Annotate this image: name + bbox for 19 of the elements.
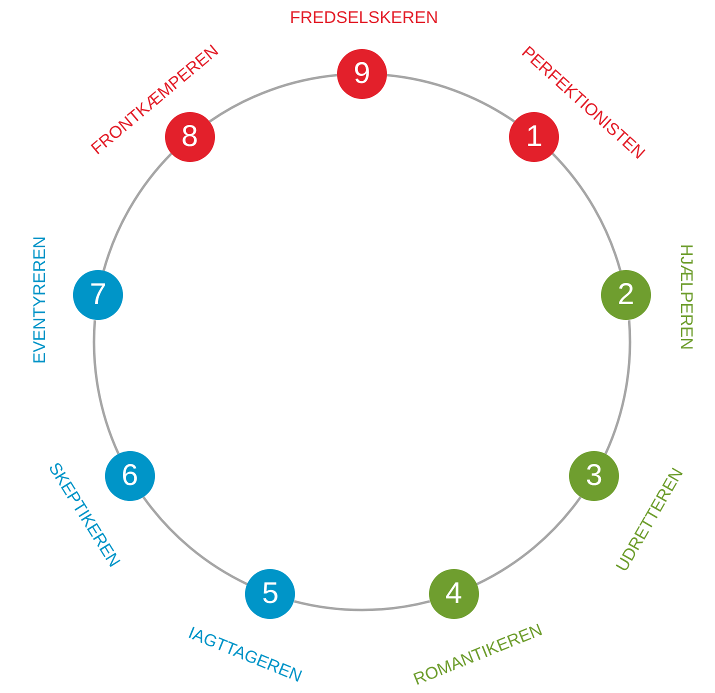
number-circle: 5	[245, 568, 296, 619]
ring-arc	[386, 74, 516, 123]
number-circle: 7	[73, 270, 124, 320]
number-circle: 9	[337, 49, 387, 99]
number-circle: 4	[428, 568, 479, 619]
number-circle: 3	[569, 451, 620, 501]
ring-arc	[476, 496, 582, 586]
ring-arc	[102, 152, 172, 272]
ring-arc	[294, 600, 430, 612]
ring-arc	[604, 320, 631, 454]
ring-arc	[93, 320, 120, 454]
number-circle: 6	[104, 451, 155, 501]
type-label: FREDSELSKEREN	[290, 8, 438, 28]
ring-arc	[208, 74, 338, 123]
ring-arc	[552, 152, 622, 272]
type-label: HJÆLPEREN	[676, 244, 696, 350]
number-circle: 2	[600, 270, 651, 320]
ring-arc	[142, 496, 248, 586]
type-label: EVENTYREREN	[30, 236, 50, 364]
